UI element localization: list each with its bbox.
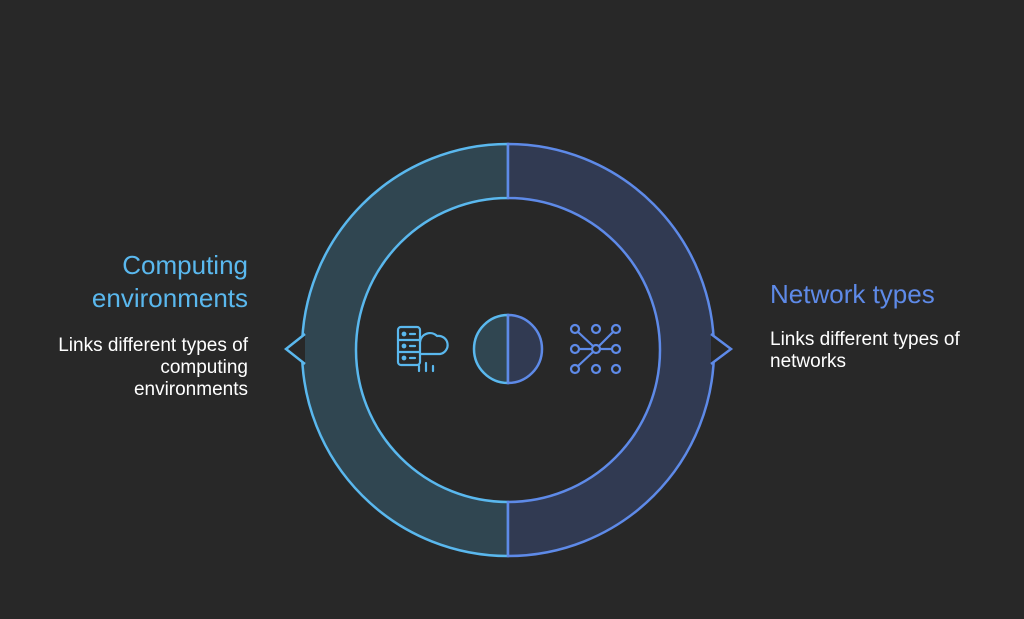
description-line: networks bbox=[770, 351, 847, 372]
title-line: environments bbox=[91, 283, 248, 313]
half-circle-icon bbox=[472, 313, 544, 385]
network-types-description: Links different types of networks bbox=[770, 329, 1010, 373]
title-line: Computing bbox=[122, 250, 248, 280]
right-pointer bbox=[710, 333, 734, 365]
right-ring-segment bbox=[506, 142, 716, 558]
description-line: Links different types of bbox=[58, 335, 248, 356]
description-line: environments bbox=[133, 379, 248, 400]
cloud-server-icon bbox=[396, 325, 449, 373]
network-types-title: Network types bbox=[770, 279, 935, 309]
computing-environments-title: Computing environments bbox=[8, 249, 248, 315]
description-line: Links different types of bbox=[770, 329, 960, 350]
left-ring-segment bbox=[300, 142, 510, 558]
description-line: computing bbox=[160, 357, 248, 378]
left-pointer bbox=[283, 333, 306, 365]
computing-environments-description: Links different types of computing envir… bbox=[8, 335, 248, 401]
network-nodes-icon bbox=[569, 323, 622, 375]
